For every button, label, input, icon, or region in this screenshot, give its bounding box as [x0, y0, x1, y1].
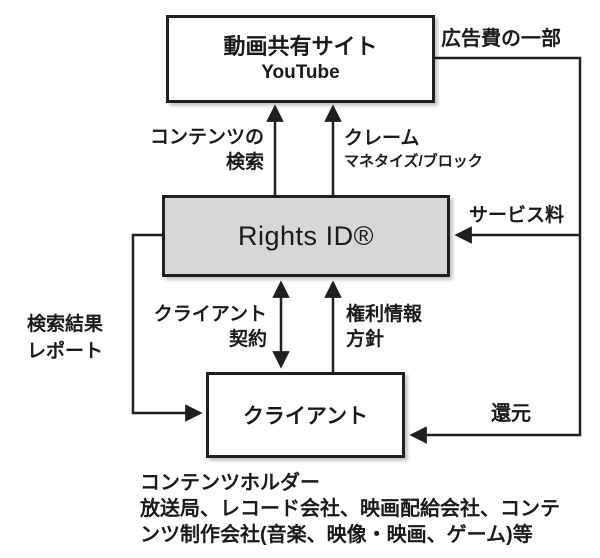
- video-site-subtitle: YouTube: [261, 62, 340, 83]
- rights-id-box: Rights ID®: [162, 195, 450, 277]
- claim-label: クレーム: [344, 128, 420, 149]
- content-holder-footnote: コンテンツホルダー 放送局、レコード会社、映画配給会社、コンテ ンツ制作会社(音…: [140, 472, 560, 546]
- client-contract-label: クライアント 契約: [153, 304, 267, 350]
- video-site-box: 動画共有サイト YouTube: [166, 15, 435, 103]
- video-site-title: 動画共有サイト: [223, 34, 378, 59]
- ad-fee-return-path: [409, 56, 582, 444]
- content-search-label: コンテンツの 検索: [149, 127, 264, 173]
- search-report-label: 検索結果 レポート: [27, 314, 104, 362]
- client-label: クライアント: [242, 405, 369, 428]
- search-report-path: [131, 233, 203, 422]
- client-box: クライアント: [206, 372, 405, 458]
- claim-sub-label: マネタイズ/ブロック: [344, 153, 483, 170]
- rights-info-label: 権利情報 方針: [346, 304, 423, 350]
- ad-fee-label: 広告費の一部: [441, 28, 561, 50]
- return-label: 還元: [491, 403, 531, 425]
- rights-id-label: Rights ID®: [238, 220, 374, 251]
- service-fee-label: サービス料: [469, 205, 565, 226]
